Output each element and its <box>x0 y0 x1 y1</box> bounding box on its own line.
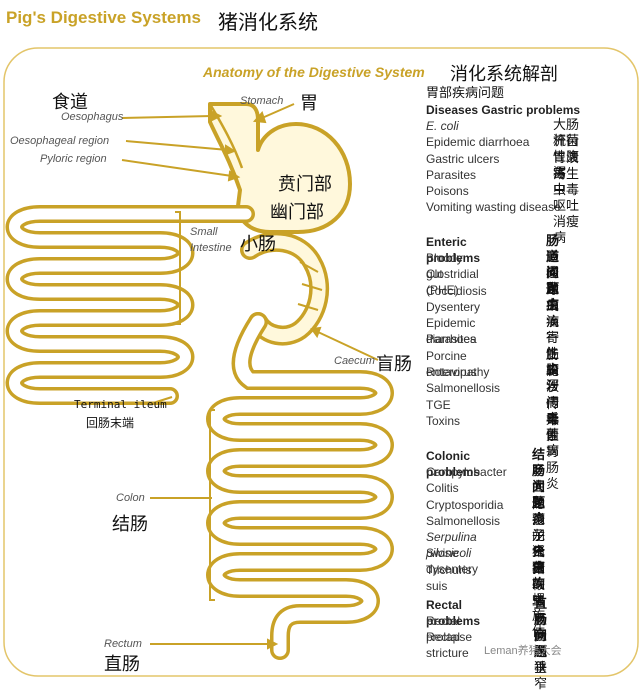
gastric-heading-en: Diseases Gastric problems <box>426 103 581 117</box>
small-intestine-label-en-2: Intestine <box>190 242 232 254</box>
cardia-label-cn: 贲门部 <box>278 174 332 195</box>
oesophagus-label-en: Oesophagus <box>61 111 124 123</box>
small-intestine-shape <box>5 205 255 405</box>
title-cn: 猪消化系统 <box>218 10 318 34</box>
gastric-heading-cn: 胃部疾病问题 <box>426 86 505 101</box>
gastric-section: 胃部疾病问题 Diseases Gastric problems E. coli… <box>426 86 581 247</box>
rectum-label-en: Rectum <box>104 638 142 650</box>
pylorus-label-cn: 幽门部 <box>270 202 324 223</box>
terminal-ileum-label-cn: 回肠末端 <box>86 416 135 430</box>
anatomy-title-en: Anatomy of the Digestive System <box>203 64 425 80</box>
stomach-label-cn: 胃 <box>300 93 318 114</box>
diagram-frame <box>3 47 639 677</box>
colon-shape <box>206 312 394 660</box>
stomach-label-en: Stomach <box>240 95 284 107</box>
title-en: Pig's Digestive Systems <box>6 8 201 27</box>
stomach-shape <box>208 102 352 234</box>
watermark: Leman养猪大会 <box>484 645 562 657</box>
oesophagus-label-cn: 食道 <box>52 92 88 113</box>
caecum-shape <box>240 232 330 346</box>
rectum-label-cn: 直肠 <box>104 654 140 675</box>
colon-label-cn: 结肠 <box>112 514 148 535</box>
caecum-label-cn: 盲肠 <box>376 354 412 375</box>
caecum-label-en: Caecum <box>334 355 375 367</box>
digestive-diagram <box>3 47 639 677</box>
pointer-lines <box>121 103 379 650</box>
terminal-ileum-label-en: Terminal ileum <box>74 398 167 411</box>
small-intestine-label-en-1: Small <box>190 226 218 238</box>
pyloric-region-label: Pyloric region <box>40 153 107 165</box>
small-intestine-bracket <box>175 211 181 325</box>
small-intestine-label-cn: 小肠 <box>240 234 276 255</box>
anatomy-title-cn: 消化系统解剖 <box>450 64 558 85</box>
oesophageal-region-label: Oesophageal region <box>10 135 110 147</box>
colon-label-en: Colon <box>116 492 145 504</box>
colon-bracket <box>209 409 215 601</box>
